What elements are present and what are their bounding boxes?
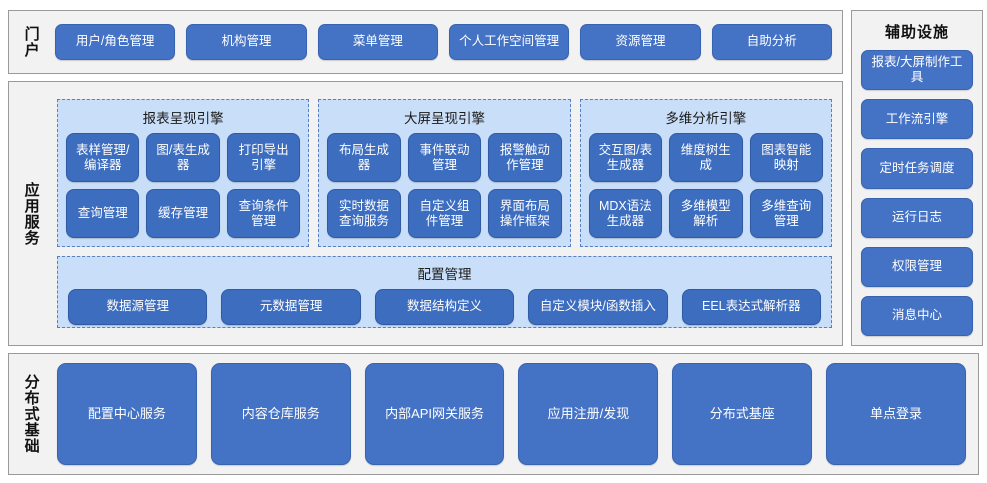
- auxiliary-facilities-list: 报表/大屏制作工具 工作流引擎 定时任务调度 运行日志 权限管理 消息中心: [861, 50, 973, 337]
- left-column: 门户 用户/角色管理 机构管理 菜单管理 个人工作空间管理 资源管理 自助分析 …: [8, 10, 843, 346]
- report-engine-item-chart-table-generator[interactable]: 图/表生成器: [146, 133, 220, 182]
- report-engine-item-cache-management[interactable]: 缓存管理: [146, 189, 220, 238]
- portal-button-resource[interactable]: 资源管理: [580, 24, 701, 60]
- panel-grid-report-engine: 表样管理/编译器 图/表生成器 打印导出引擎 查询管理 缓存管理 查询条件管理: [66, 133, 301, 238]
- application-services-body: 报表呈现引擎 表样管理/编译器 图/表生成器 打印导出引擎 查询管理 缓存管理 …: [53, 82, 842, 345]
- panel-grid-olap-engine: 交互图/表生成器 维度树生成 图表智能映射 MDX语法生成器 多维模型解析 多维…: [588, 133, 823, 238]
- auxiliary-facilities-title: 辅助设施: [884, 24, 949, 41]
- config-management-row: 数据源管理 元数据管理 数据结构定义 自定义模块/函数插入 EEL表达式解析器: [68, 289, 822, 325]
- panel-olap-engine: 多维分析引擎 交互图/表生成器 维度树生成 图表智能映射 MDX语法生成器 多维…: [579, 99, 832, 247]
- portal-button-menu[interactable]: 菜单管理: [317, 24, 438, 60]
- top-area: 门户 用户/角色管理 机构管理 菜单管理 个人工作空间管理 资源管理 自助分析 …: [8, 10, 983, 346]
- distributed-item-distributed-base[interactable]: 分布式基座: [672, 363, 813, 465]
- report-engine-item-template-compiler[interactable]: 表样管理/编译器: [66, 133, 140, 182]
- distributed-foundation-row: 配置中心服务 内容仓库服务 内部API网关服务 应用注册/发现 分布式基座 单点…: [53, 354, 978, 474]
- olap-engine-item-dimension-tree-generation[interactable]: 维度树生成: [669, 133, 743, 182]
- panel-title-olap-engine: 多维分析引擎: [665, 111, 747, 126]
- distributed-item-app-registration-discovery[interactable]: 应用注册/发现: [518, 363, 659, 465]
- portal-button-user-role[interactable]: 用户/角色管理: [55, 24, 176, 60]
- panel-title-bigscreen-engine: 大屏呈现引擎: [403, 111, 485, 126]
- bigscreen-engine-item-realtime-data-query-service[interactable]: 实时数据查询服务: [327, 189, 401, 238]
- olap-engine-item-multidimensional-model-parsing[interactable]: 多维模型解析: [669, 189, 743, 238]
- olap-engine-item-multidimensional-query-management[interactable]: 多维查询管理: [749, 189, 823, 238]
- config-item-custom-module-function-insert[interactable]: 自定义模块/函数插入: [528, 289, 668, 325]
- auxiliary-item-scheduled-task-scheduler[interactable]: 定时任务调度: [861, 148, 973, 189]
- bigscreen-engine-item-layout-generator[interactable]: 布局生成器: [327, 133, 401, 182]
- engines-row: 报表呈现引擎 表样管理/编译器 图/表生成器 打印导出引擎 查询管理 缓存管理 …: [57, 99, 832, 247]
- application-services-section: 应用服务 报表呈现引擎 表样管理/编译器 图/表生成器 打印导出引擎 查询管理 …: [8, 81, 843, 346]
- application-services-label: 应用服务: [22, 181, 40, 246]
- panel-grid-bigscreen-engine: 布局生成器 事件联动管理 报警触动作管理 实时数据查询服务 自定义组件管理 界面…: [327, 133, 562, 238]
- panel-title-report-engine: 报表呈现引擎: [142, 111, 224, 126]
- distributed-foundation-section: 分布式基础 配置中心服务 内容仓库服务 内部API网关服务 应用注册/发现 分布…: [8, 353, 979, 475]
- bigscreen-engine-item-alarm-action-management[interactable]: 报警触动作管理: [488, 133, 562, 182]
- portal-button-self-service-analysis[interactable]: 自助分析: [711, 24, 832, 60]
- report-engine-item-print-export-engine[interactable]: 打印导出引擎: [226, 133, 301, 182]
- panel-bigscreen-engine: 大屏呈现引擎 布局生成器 事件联动管理 报警触动作管理 实时数据查询服务 自定义…: [318, 99, 571, 247]
- distributed-item-internal-api-gateway-service[interactable]: 内部API网关服务: [364, 363, 505, 465]
- report-engine-item-query-condition-management[interactable]: 查询条件管理: [226, 189, 301, 238]
- distributed-item-single-sign-on[interactable]: 单点登录: [826, 363, 966, 465]
- auxiliary-item-permission-management[interactable]: 权限管理: [861, 246, 973, 287]
- olap-engine-item-mdx-syntax-generator[interactable]: MDX语法生成器: [588, 189, 663, 238]
- auxiliary-item-runtime-log[interactable]: 运行日志: [861, 197, 973, 238]
- bigscreen-engine-item-event-linkage-management[interactable]: 事件联动管理: [407, 133, 482, 182]
- auxiliary-item-report-bigscreen-authoring-tool[interactable]: 报表/大屏制作工具: [861, 50, 973, 91]
- distributed-item-config-center-service[interactable]: 配置中心服务: [57, 363, 197, 465]
- auxiliary-item-workflow-engine[interactable]: 工作流引擎: [861, 99, 973, 140]
- panel-report-engine: 报表呈现引擎 表样管理/编译器 图/表生成器 打印导出引擎 查询管理 缓存管理 …: [57, 99, 310, 247]
- portal-button-row: 用户/角色管理 机构管理 菜单管理 个人工作空间管理 资源管理 自助分析: [53, 11, 842, 73]
- distributed-item-content-repository-service[interactable]: 内容仓库服务: [210, 363, 351, 465]
- config-item-eel-expression-parser[interactable]: EEL表达式解析器: [681, 289, 822, 325]
- olap-engine-item-interactive-chart-generator[interactable]: 交互图/表生成器: [588, 133, 663, 182]
- report-engine-item-query-management[interactable]: 查询管理: [66, 189, 140, 238]
- config-item-datasource-management[interactable]: 数据源管理: [68, 289, 208, 325]
- config-item-metadata-management[interactable]: 元数据管理: [221, 289, 361, 325]
- bigscreen-engine-item-ui-layout-framework[interactable]: 界面布局操作框架: [488, 189, 562, 238]
- panel-title-config-management: 配置管理: [417, 267, 472, 282]
- auxiliary-item-message-center[interactable]: 消息中心: [861, 295, 973, 337]
- olap-engine-item-chart-smart-mapping[interactable]: 图表智能映射: [749, 133, 823, 182]
- auxiliary-facilities-section: 辅助设施 报表/大屏制作工具 工作流引擎 定时任务调度 运行日志 权限管理 消息…: [851, 10, 983, 346]
- distributed-foundation-label: 分布式基础: [22, 374, 40, 454]
- portal-button-organization[interactable]: 机构管理: [186, 24, 307, 60]
- panel-config-management: 配置管理 数据源管理 元数据管理 数据结构定义 自定义模块/函数插入 EEL表达…: [57, 256, 832, 328]
- portal-button-personal-workspace[interactable]: 个人工作空间管理: [448, 24, 570, 60]
- portal-section: 门户 用户/角色管理 机构管理 菜单管理 个人工作空间管理 资源管理 自助分析: [8, 10, 843, 74]
- config-item-data-structure-definition[interactable]: 数据结构定义: [374, 289, 515, 325]
- portal-section-label: 门户: [22, 26, 40, 58]
- bigscreen-engine-item-custom-component-management[interactable]: 自定义组件管理: [407, 189, 482, 238]
